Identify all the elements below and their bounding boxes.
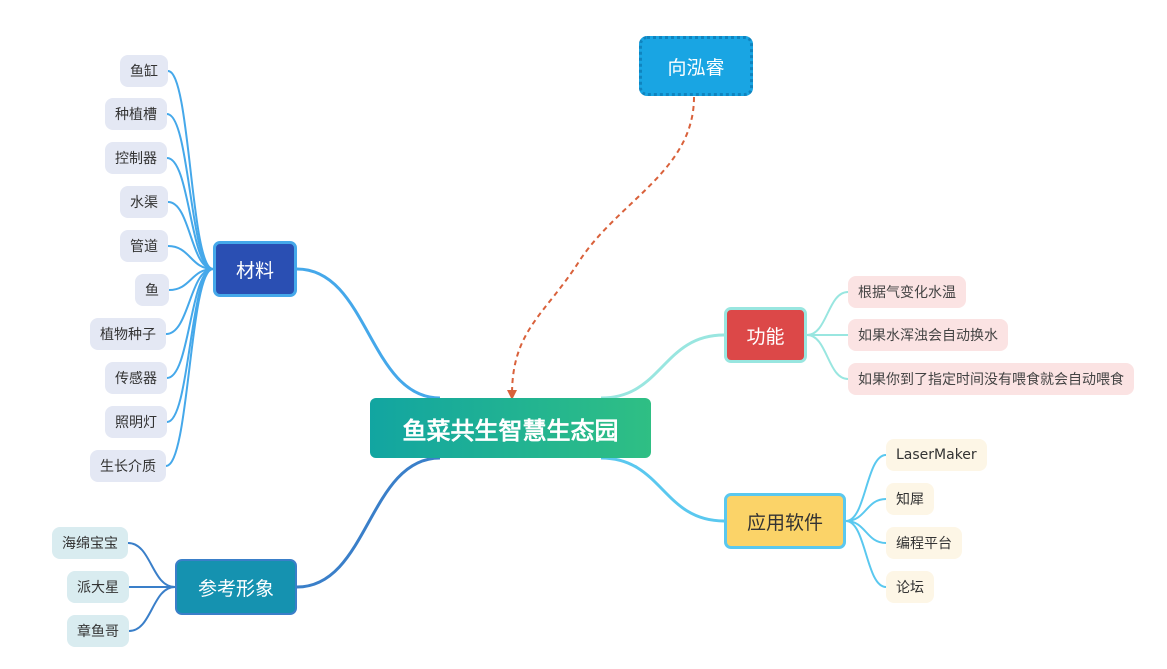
- materials-connectors: [165, 70, 214, 467]
- reference-connectors: [127, 542, 176, 632]
- materials-item-label: 传感器: [115, 371, 157, 387]
- software-item[interactable]: 编程平台: [886, 527, 962, 559]
- materials-item[interactable]: 水渠: [120, 186, 168, 218]
- main-topic-reference[interactable]: 参考形象: [175, 559, 297, 615]
- materials-connector: [166, 268, 214, 423]
- floating-topic[interactable]: 向泓睿: [639, 36, 753, 96]
- main-topic-functions[interactable]: 功能: [724, 307, 807, 363]
- main-topic-reference-label: 参考形象: [197, 577, 274, 600]
- reference-item-label: 章鱼哥: [77, 624, 119, 640]
- main-topic-software-label: 应用软件: [746, 511, 823, 534]
- materials-item-label: 照明灯: [115, 415, 157, 431]
- materials-item-label: 鱼: [145, 283, 159, 299]
- materials-item[interactable]: 管道: [120, 230, 168, 262]
- root-to-materials-line: [296, 267, 441, 400]
- reference-connector: [128, 586, 176, 632]
- materials-connector: [167, 201, 214, 270]
- software-item[interactable]: 论坛: [886, 571, 934, 603]
- software-connector: [845, 520, 887, 588]
- materials-item[interactable]: 照明灯: [105, 406, 167, 438]
- main-topic-materials[interactable]: 材料: [213, 241, 297, 297]
- materials-item-label: 鱼缸: [130, 64, 158, 80]
- functions-item-label: 如果水浑浊会自动换水: [858, 328, 998, 344]
- reference-item-label: 派大星: [77, 580, 119, 596]
- main-topic-functions-label: 功能: [746, 325, 785, 348]
- reference-item[interactable]: 派大星: [67, 571, 129, 603]
- software-item-label: 论坛: [896, 580, 924, 596]
- software-item[interactable]: LaserMaker: [886, 439, 987, 471]
- functions-connector: [806, 334, 849, 380]
- materials-item[interactable]: 传感器: [105, 362, 167, 394]
- root-topic-label: 鱼菜共生智慧生态园: [402, 416, 619, 445]
- materials-item[interactable]: 生长介质: [90, 450, 166, 482]
- functions-connectors: [806, 291, 849, 380]
- software-item-label: LaserMaker: [896, 447, 977, 463]
- floating-topic-label: 向泓睿: [667, 56, 725, 79]
- materials-connector: [166, 157, 214, 270]
- dashed-relation-line: [511, 96, 695, 396]
- functions-connector: [806, 291, 849, 336]
- root-to-software-line: [600, 456, 725, 523]
- software-connector: [845, 498, 887, 522]
- materials-item[interactable]: 植物种子: [90, 318, 166, 350]
- software-item[interactable]: 知犀: [886, 483, 934, 515]
- root-to-functions-line: [600, 333, 725, 400]
- functions-item-label: 根据气变化水温: [858, 285, 956, 301]
- main-topic-materials-label: 材料: [235, 259, 274, 282]
- materials-item-label: 控制器: [115, 151, 157, 167]
- materials-connector: [167, 70, 214, 270]
- materials-item-label: 种植槽: [115, 107, 157, 123]
- functions-item[interactable]: 如果你到了指定时间没有喂食就会自动喂食: [848, 363, 1134, 395]
- root-to-reference-line: [296, 456, 441, 589]
- dashed-relation-arrowhead: [507, 390, 517, 400]
- software-connectors: [845, 454, 887, 588]
- software-connector: [845, 454, 887, 522]
- materials-item[interactable]: 种植槽: [105, 98, 167, 130]
- materials-item[interactable]: 鱼: [135, 274, 169, 306]
- functions-item[interactable]: 如果水浑浊会自动换水: [848, 319, 1008, 351]
- reference-item[interactable]: 海绵宝宝: [52, 527, 128, 559]
- root-topic[interactable]: 鱼菜共生智慧生态园: [370, 398, 651, 458]
- software-item-label: 知犀: [896, 492, 924, 508]
- software-item-label: 编程平台: [896, 536, 952, 552]
- reference-connector: [127, 542, 176, 588]
- functions-item[interactable]: 根据气变化水温: [848, 276, 966, 308]
- reference-item[interactable]: 章鱼哥: [67, 615, 129, 647]
- materials-connector: [167, 245, 214, 270]
- materials-item[interactable]: 鱼缸: [120, 55, 168, 87]
- materials-item-label: 生长介质: [100, 459, 156, 475]
- materials-connector: [166, 113, 214, 270]
- main-connectors: [296, 267, 725, 589]
- materials-connector: [165, 268, 214, 467]
- materials-item[interactable]: 控制器: [105, 142, 167, 174]
- materials-item-label: 植物种子: [100, 327, 156, 343]
- reference-item-label: 海绵宝宝: [62, 536, 118, 552]
- materials-item-label: 管道: [130, 239, 158, 255]
- main-topic-software[interactable]: 应用软件: [724, 493, 846, 549]
- functions-item-label: 如果你到了指定时间没有喂食就会自动喂食: [858, 372, 1124, 388]
- materials-item-label: 水渠: [130, 195, 158, 211]
